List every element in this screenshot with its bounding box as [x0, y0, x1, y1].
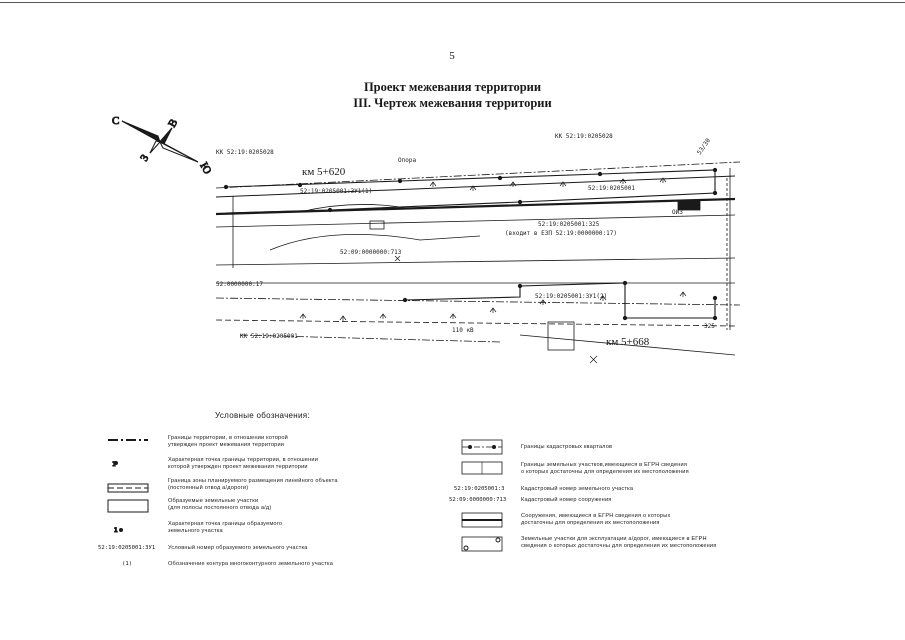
svg-text:1: 1: [114, 527, 118, 534]
vegetation-symbols: [299, 177, 687, 364]
label-included-ezp: (входит в ЕЗП 52:19:0000000:17): [505, 230, 617, 237]
legend-title: Условные обозначения:: [215, 411, 310, 420]
document-title: Проект межевания территории: [363, 80, 542, 94]
legend-left-item-5: Характерная точка границы образуемого зе…: [168, 521, 283, 534]
legend-symbols-right: [461, 439, 503, 552]
legend-left-item-1: Границы территории, в отношении которой …: [168, 435, 288, 448]
legend-right-code-4: 52:09:0000000:713: [449, 497, 507, 503]
compass-south: Ю: [197, 161, 213, 177]
legend-right-item-3: Кадастровый номер земельного участка: [521, 486, 634, 492]
label-small-d: 325: [704, 323, 715, 330]
compass-east: В: [166, 117, 180, 129]
label-cad-713: 52:09:0000000:713: [340, 249, 402, 256]
legend-symbols-left: 1 1: [107, 439, 149, 535]
svg-text:1: 1: [112, 461, 116, 468]
legend-right-item-5: Сооружения, имеющиеся в ЕГРН сведения о …: [521, 513, 671, 526]
page-number: 5: [449, 50, 455, 62]
label-small-b: 110 кВ: [452, 327, 474, 334]
legend-right-item-2: Границы земельных участков,имеющиеся в Е…: [521, 462, 689, 475]
document-subtitle: III. Чертеж межевания территории: [353, 96, 552, 110]
legend-right-item-4: Кадастровый номер сооружения: [521, 497, 612, 503]
legend-left-item-6: Условный номер образуемого земельного уч…: [168, 545, 308, 551]
legend-left-item-3: Граница зоны планируемого размещения лин…: [168, 478, 338, 491]
label-cad-325: 52:19:0205001:325: [538, 221, 600, 228]
label-parcel-top-right: 52:19:0205001: [588, 185, 635, 192]
label-kk-top-left: КК 52:19:0205028: [216, 149, 274, 156]
parcel-zu1-boundary: [223, 167, 718, 321]
label-small-a: Опора: [398, 157, 416, 164]
legend-right-item-6: Земельные участки для эксплуатации а/дор…: [521, 536, 717, 549]
side-boundaries: [232, 168, 731, 351]
cadastral-quarter-boundaries: [215, 161, 741, 343]
legend-right-code-3: 52:19:0205001:3: [454, 486, 505, 492]
legend-left-code-6: 52:19:0205001:ЗУ1: [98, 545, 156, 551]
compass-north: С: [112, 115, 119, 127]
legend-left-item-7: Обозначение контура многоконтурного земе…: [168, 561, 334, 567]
legend-left-code-7: (1): [122, 561, 133, 567]
label-kk-top-right: КК 52:19:0205028: [555, 133, 613, 140]
legend-left-item-4: Образуемые земельные участки (для полосы…: [168, 498, 272, 511]
label-km-start: км 5+620: [302, 166, 346, 178]
label-parcel-zu2: 52:19:0205001:ЗУ1(2): [535, 293, 607, 300]
label-km-end: км 5+668: [606, 336, 650, 348]
legend-right-item-1: Границы кадастровых кварталов: [521, 444, 613, 450]
scan-top-edge: [0, 2, 905, 3]
legend-left-item-2: Характерная точка границы территории, в …: [168, 457, 319, 470]
compass-rose: С В Ю З: [112, 115, 214, 177]
label-kk-bottom-left: КК 52:19:0205001: [240, 333, 298, 340]
label-small-c: 53/30: [696, 137, 712, 156]
road-corridor: [215, 175, 736, 356]
compass-west: З: [138, 152, 151, 163]
label-left-code: 52:0000000:17: [216, 281, 263, 288]
label-parcel-zu1: 52:19:0205001:ЗУ1(1): [300, 188, 372, 195]
label-small-e: ОИЗ: [672, 209, 683, 216]
